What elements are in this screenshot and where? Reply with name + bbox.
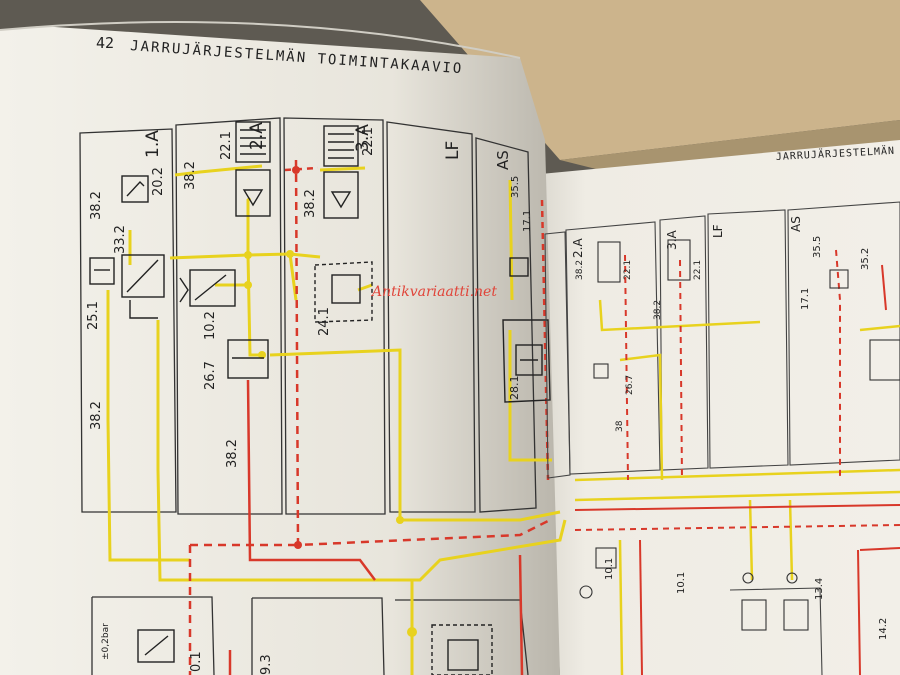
panel-bottom-mid [251, 597, 385, 675]
right-label-35-2: 35.2 [860, 248, 871, 270]
schematic-symbols-right [579, 239, 900, 631]
right-label-35-5: 35.5 [812, 236, 823, 258]
right-label-38-2: 38.2 [575, 260, 585, 280]
junction-dots [292, 166, 302, 549]
label-24-1: 24.1 [317, 307, 332, 336]
panel-lf [386, 121, 476, 513]
label-38-2-top: 38.2 [89, 191, 104, 220]
page-number: 42 [96, 34, 114, 52]
column-as: AS [494, 150, 512, 170]
right-label-14-2: 14.2 [878, 618, 889, 640]
column-lf: LF [443, 141, 463, 160]
cardboard-box-shadow [560, 120, 900, 170]
right-label-17-1: 17.1 [800, 288, 811, 310]
right-column-as: AS [789, 216, 803, 232]
label-28-1: 28.1 [508, 376, 521, 401]
right-diagram-panels [544, 201, 900, 675]
panel-3a [283, 117, 386, 515]
right-label-38: 38 [615, 420, 625, 432]
label-38-2-left: 38.2 [89, 401, 104, 430]
right-label-22-1-b: 22.1 [693, 260, 703, 280]
panel-1a [79, 128, 177, 513]
label-17-1: 17.1 [522, 210, 533, 232]
panel-2a [175, 117, 283, 515]
yellow-lines-left [106, 164, 567, 675]
label-20-2: 20.2 [151, 167, 166, 196]
watermark: Antikvariaatti.net [370, 284, 497, 300]
right-label-10-1-a: 10.1 [604, 558, 615, 580]
left-page-top-curl [0, 21, 521, 59]
left-diagram-panels [79, 117, 537, 675]
junction-dots-yellow [244, 250, 417, 637]
label-0-1: 0.1 [189, 651, 204, 672]
left-page [0, 26, 560, 675]
cardboard-box [420, 0, 900, 160]
label-pressure: ±0,2bar [101, 623, 111, 660]
label-26-7: 26.7 [203, 361, 218, 390]
yellow-lines-right [574, 299, 900, 675]
label-22-1-col2: 22.1 [219, 131, 234, 160]
right-page [530, 140, 900, 675]
red-lines-right [574, 249, 900, 675]
right-label-10-1-b: 10.1 [676, 572, 687, 594]
label-33-2: 33.2 [113, 225, 128, 254]
label-22-1-col3: 22.1 [361, 127, 376, 156]
label-25-1: 25.1 [86, 301, 101, 330]
label-35-5: 35.5 [510, 176, 521, 198]
panel-as [475, 137, 537, 513]
column-2a: 2.A [247, 122, 267, 150]
label-9-3: 9.3 [259, 654, 274, 675]
right-label-38-2-b: 38.2 [653, 300, 663, 320]
right-label-26-7: 26.7 [625, 375, 635, 395]
panel-bottom-left [91, 596, 215, 675]
right-column-2a: 2.A [571, 238, 585, 258]
label-10-2: 10.2 [203, 311, 218, 340]
schematic-symbols-left [89, 121, 551, 675]
label-38-2-mid: 38.2 [225, 439, 240, 468]
label-38-2-col3: 38.2 [303, 189, 318, 218]
column-1a: 1.A [143, 130, 163, 158]
right-label-13-4: 13.4 [814, 578, 825, 600]
right-column-lf: LF [711, 224, 725, 238]
right-label-22-1-a: 22.1 [623, 260, 633, 280]
label-38-2-col2: 38.2 [183, 161, 198, 190]
